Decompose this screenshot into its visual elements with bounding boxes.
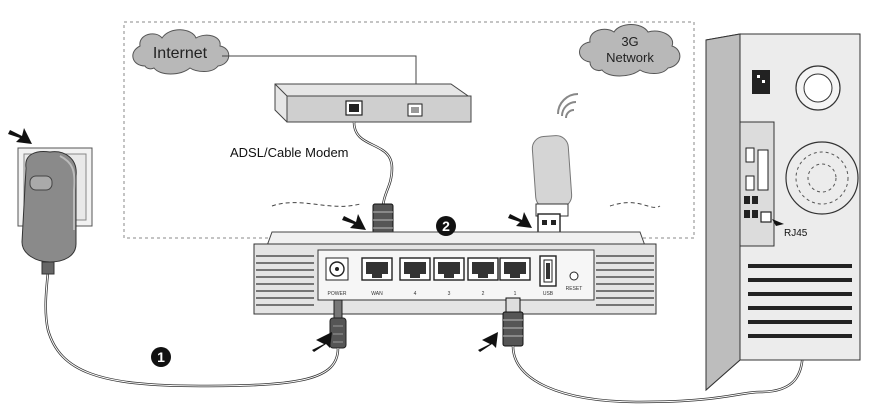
network-label: Network xyxy=(606,50,654,65)
rj45-port xyxy=(760,211,772,223)
power-port-label: POWER xyxy=(328,291,347,297)
adsl-modem xyxy=(274,83,472,123)
wan-port-label: WAN xyxy=(371,291,383,297)
pointer-arrow-icon xyxy=(478,332,498,352)
wifi-signal-icon xyxy=(557,93,579,119)
3g-network-cloud: 3G Network xyxy=(579,24,681,77)
rj45-label: RJ45 xyxy=(784,228,808,239)
internet-label: Internet xyxy=(153,45,208,62)
svg-text:2: 2 xyxy=(442,218,450,234)
lan2-port xyxy=(467,257,499,281)
wan-port xyxy=(361,257,393,281)
usb-modem-icon xyxy=(531,135,573,235)
reset-label: RESET xyxy=(566,286,583,292)
lan-plug xyxy=(502,297,524,347)
step-1-badge: 1 xyxy=(151,347,171,367)
rj45-arrow xyxy=(772,219,784,226)
usb-port xyxy=(539,255,557,287)
internet-cloud: Internet xyxy=(132,29,230,75)
lan1-port xyxy=(499,257,531,281)
power-plug xyxy=(329,299,347,349)
svg-text:1: 1 xyxy=(157,349,165,365)
lan4-port-label: 4 xyxy=(414,291,417,297)
pointer-arrow-icon xyxy=(312,332,332,352)
usb-port-label: USB xyxy=(543,291,554,297)
3g-label: 3G xyxy=(621,34,638,49)
modem-label: ADSL/Cable Modem xyxy=(230,145,349,160)
pointer-arrow-icon xyxy=(8,128,32,144)
lan4-port xyxy=(399,257,431,281)
pointer-arrow-icon xyxy=(342,214,366,230)
power-port xyxy=(325,257,349,281)
reset-button xyxy=(569,271,579,281)
lan2-port-label: 2 xyxy=(482,291,485,297)
pc-tower xyxy=(705,33,861,392)
lan3-port xyxy=(433,257,465,281)
lan3-port-label: 3 xyxy=(448,291,451,297)
power-adapter-icon xyxy=(21,151,77,275)
router: POWER WAN 4 3 2 1 xyxy=(253,202,661,315)
step-2-badge: 2 xyxy=(436,216,456,236)
lan1-port-label: 1 xyxy=(514,291,517,297)
pointer-arrow-icon xyxy=(508,212,532,228)
